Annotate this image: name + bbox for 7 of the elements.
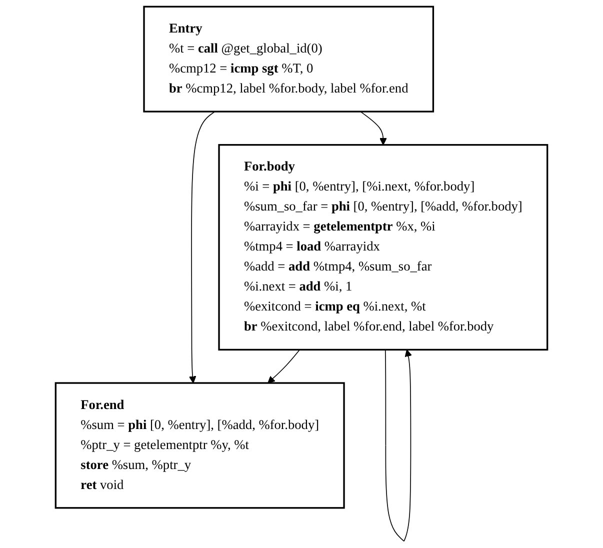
node-box: Entry %t = call @get_global_id(0) %cmp12 = icmp sgt %T, 0 br %cmp12, label %for.body, label %for.end xyxy=(143,6,434,112)
arrow xyxy=(360,111,387,146)
node-box: For.end %sum = phi [0, %entry], [%add, %for.body] %ptr_y = getelementptr %y, %t store %sum, %ptr_y ret void xyxy=(54,382,345,509)
arrow xyxy=(188,111,216,384)
arrow xyxy=(384,349,412,542)
arrow xyxy=(268,349,300,384)
node-box: For.body %i = phi [0, %entry], [%i.next, %for.body] %sum_so_far = phi [0, %entry], [%add, %for.body] %arrayidx = getelementptr %x, %i %tmp4 = load %arrayidx %add = add %tmp4, %sum_so_far %i.next = add %i, 1 %exitcond = icmp eq %i.next, %t br %exitcond, label %for.end, label %for.body xyxy=(218,144,548,351)
